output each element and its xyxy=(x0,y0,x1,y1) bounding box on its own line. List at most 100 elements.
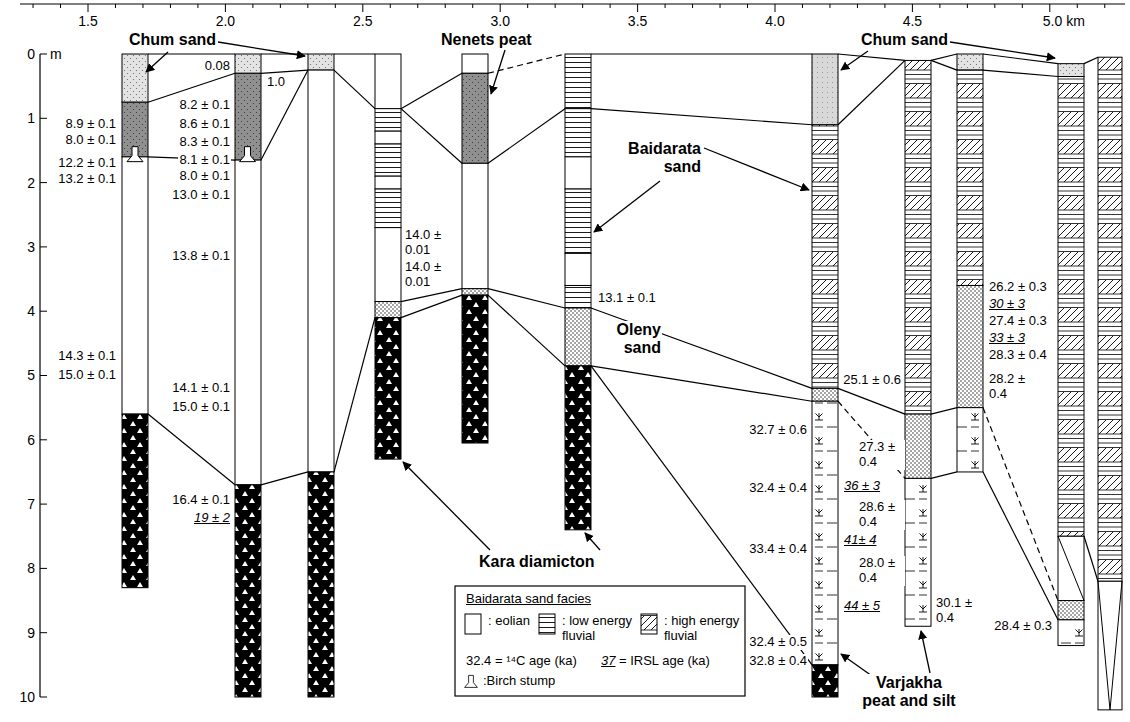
axis-tick xyxy=(280,4,281,8)
age-label: 25.1 ± 0.6 xyxy=(842,373,902,388)
axis-tick xyxy=(40,311,47,312)
axis-tick xyxy=(40,439,47,440)
column-layer xyxy=(462,73,488,163)
correlation-line xyxy=(148,53,235,54)
age-label: 8.9 ± 0.1 xyxy=(64,117,117,132)
column-layer xyxy=(565,54,591,109)
axis-tick xyxy=(40,54,47,55)
age-label: 8.3 ± 0.1 xyxy=(178,135,231,150)
age-label: 14.1 ± 0.1 xyxy=(171,381,231,396)
legend-swatch xyxy=(539,614,555,634)
axis-tick xyxy=(665,4,666,8)
age-label: 27.3 ± 0.4 xyxy=(858,440,905,470)
axis-tick xyxy=(829,4,830,8)
axis-tick xyxy=(40,632,47,633)
axis-tick xyxy=(335,4,336,8)
column-layer xyxy=(1098,57,1122,581)
legend-note: 32.4 xyxy=(465,654,492,669)
column-layer xyxy=(957,54,983,70)
unit-name: Oleny sand xyxy=(600,321,662,358)
axis-tick-label: 5 xyxy=(26,367,36,383)
correlation-line xyxy=(838,401,905,478)
correlation-line xyxy=(261,53,308,54)
correlation-line xyxy=(983,408,1058,601)
column-layer xyxy=(957,285,983,407)
age-label: 32.8 ± 0.4 xyxy=(748,654,808,669)
axis-tick-label: 2 xyxy=(26,175,36,191)
column-layer xyxy=(235,160,261,485)
irsl-age-label: 33 ± 3 xyxy=(988,331,1026,346)
axis-tick xyxy=(582,4,583,8)
legend-text: : eolian xyxy=(487,614,531,629)
axis-tick xyxy=(857,4,858,8)
axis-tick xyxy=(884,4,885,8)
axis-tick-label: 9 xyxy=(26,625,36,641)
column-layer xyxy=(812,125,838,389)
axis-tick xyxy=(692,4,693,8)
axis-tick xyxy=(307,4,308,8)
leader-arrow xyxy=(950,42,1055,58)
axis-tick xyxy=(252,4,253,8)
axis-tick xyxy=(40,375,47,376)
leader-arrow xyxy=(594,181,660,232)
column-layer xyxy=(565,253,591,285)
column-layer xyxy=(565,189,591,253)
axis-tick xyxy=(390,4,391,8)
legend-note: = ¹⁴C age (ka) xyxy=(494,654,578,669)
leader-arrow xyxy=(146,52,168,72)
leader-arrow xyxy=(921,631,930,673)
column-layer xyxy=(122,54,148,102)
axis-tick-label: 4.5 xyxy=(902,13,923,29)
column-layer xyxy=(462,163,488,288)
legend-title: Baidarata sand facies xyxy=(465,592,592,607)
stratigraphic-column xyxy=(375,54,401,459)
column-layer xyxy=(905,60,931,414)
correlation-line xyxy=(983,54,1058,64)
age-label: 13.2 ± 0.1 xyxy=(57,172,117,187)
correlation-line xyxy=(591,109,812,125)
axis-tick xyxy=(472,4,473,8)
axis-tick xyxy=(197,4,198,8)
column-layer xyxy=(957,408,983,472)
axis-tick xyxy=(994,4,995,8)
correlation-line xyxy=(261,70,308,160)
column-layer xyxy=(1058,64,1084,77)
age-label: 12.2 ± 0.1 xyxy=(57,156,117,171)
stratigraphic-column xyxy=(957,54,983,472)
age-label: 15.0 ± 0.1 xyxy=(171,400,231,415)
unit-name: Chum sand xyxy=(860,31,949,49)
axis-tick xyxy=(88,4,89,12)
correlation-line xyxy=(488,54,565,73)
column-layer xyxy=(462,295,488,443)
column-detail xyxy=(1098,581,1122,710)
irsl-age-label: 41± 4 xyxy=(843,533,877,548)
axis-tick xyxy=(445,4,446,8)
correlation-line xyxy=(983,472,1058,620)
correlation-line xyxy=(334,318,375,472)
axis-tick xyxy=(775,4,776,12)
column-layer xyxy=(1058,536,1084,600)
age-label: 15.0 ± 0.1 xyxy=(57,368,117,383)
legend-swatch xyxy=(641,614,657,634)
leader-arrow xyxy=(218,42,305,56)
column-layer xyxy=(812,401,838,665)
unit-name: Varjakha peat and silt xyxy=(858,674,960,711)
age-label: 14.3 ± 0.1 xyxy=(57,349,117,364)
leader-arrow xyxy=(403,462,490,550)
unit-name: Chum sand xyxy=(128,31,217,49)
correlation-line xyxy=(1084,536,1098,581)
age-label: 0.08 xyxy=(204,59,231,74)
axis-tick xyxy=(610,4,611,8)
axis-tick-label: 6 xyxy=(26,432,36,448)
stratigraphic-column xyxy=(905,60,931,626)
column-layer xyxy=(375,54,401,109)
unit-name: Baidarata sand xyxy=(605,140,702,177)
columns xyxy=(122,54,1122,710)
correlation-line xyxy=(401,73,462,108)
distance-axis-line xyxy=(20,3,1125,4)
age-label: 28.0 ± 0.4 xyxy=(858,556,905,586)
unit-name: Nenets peat xyxy=(440,31,533,49)
correlation-line xyxy=(931,54,957,60)
birch-stump-symbol xyxy=(240,147,256,162)
